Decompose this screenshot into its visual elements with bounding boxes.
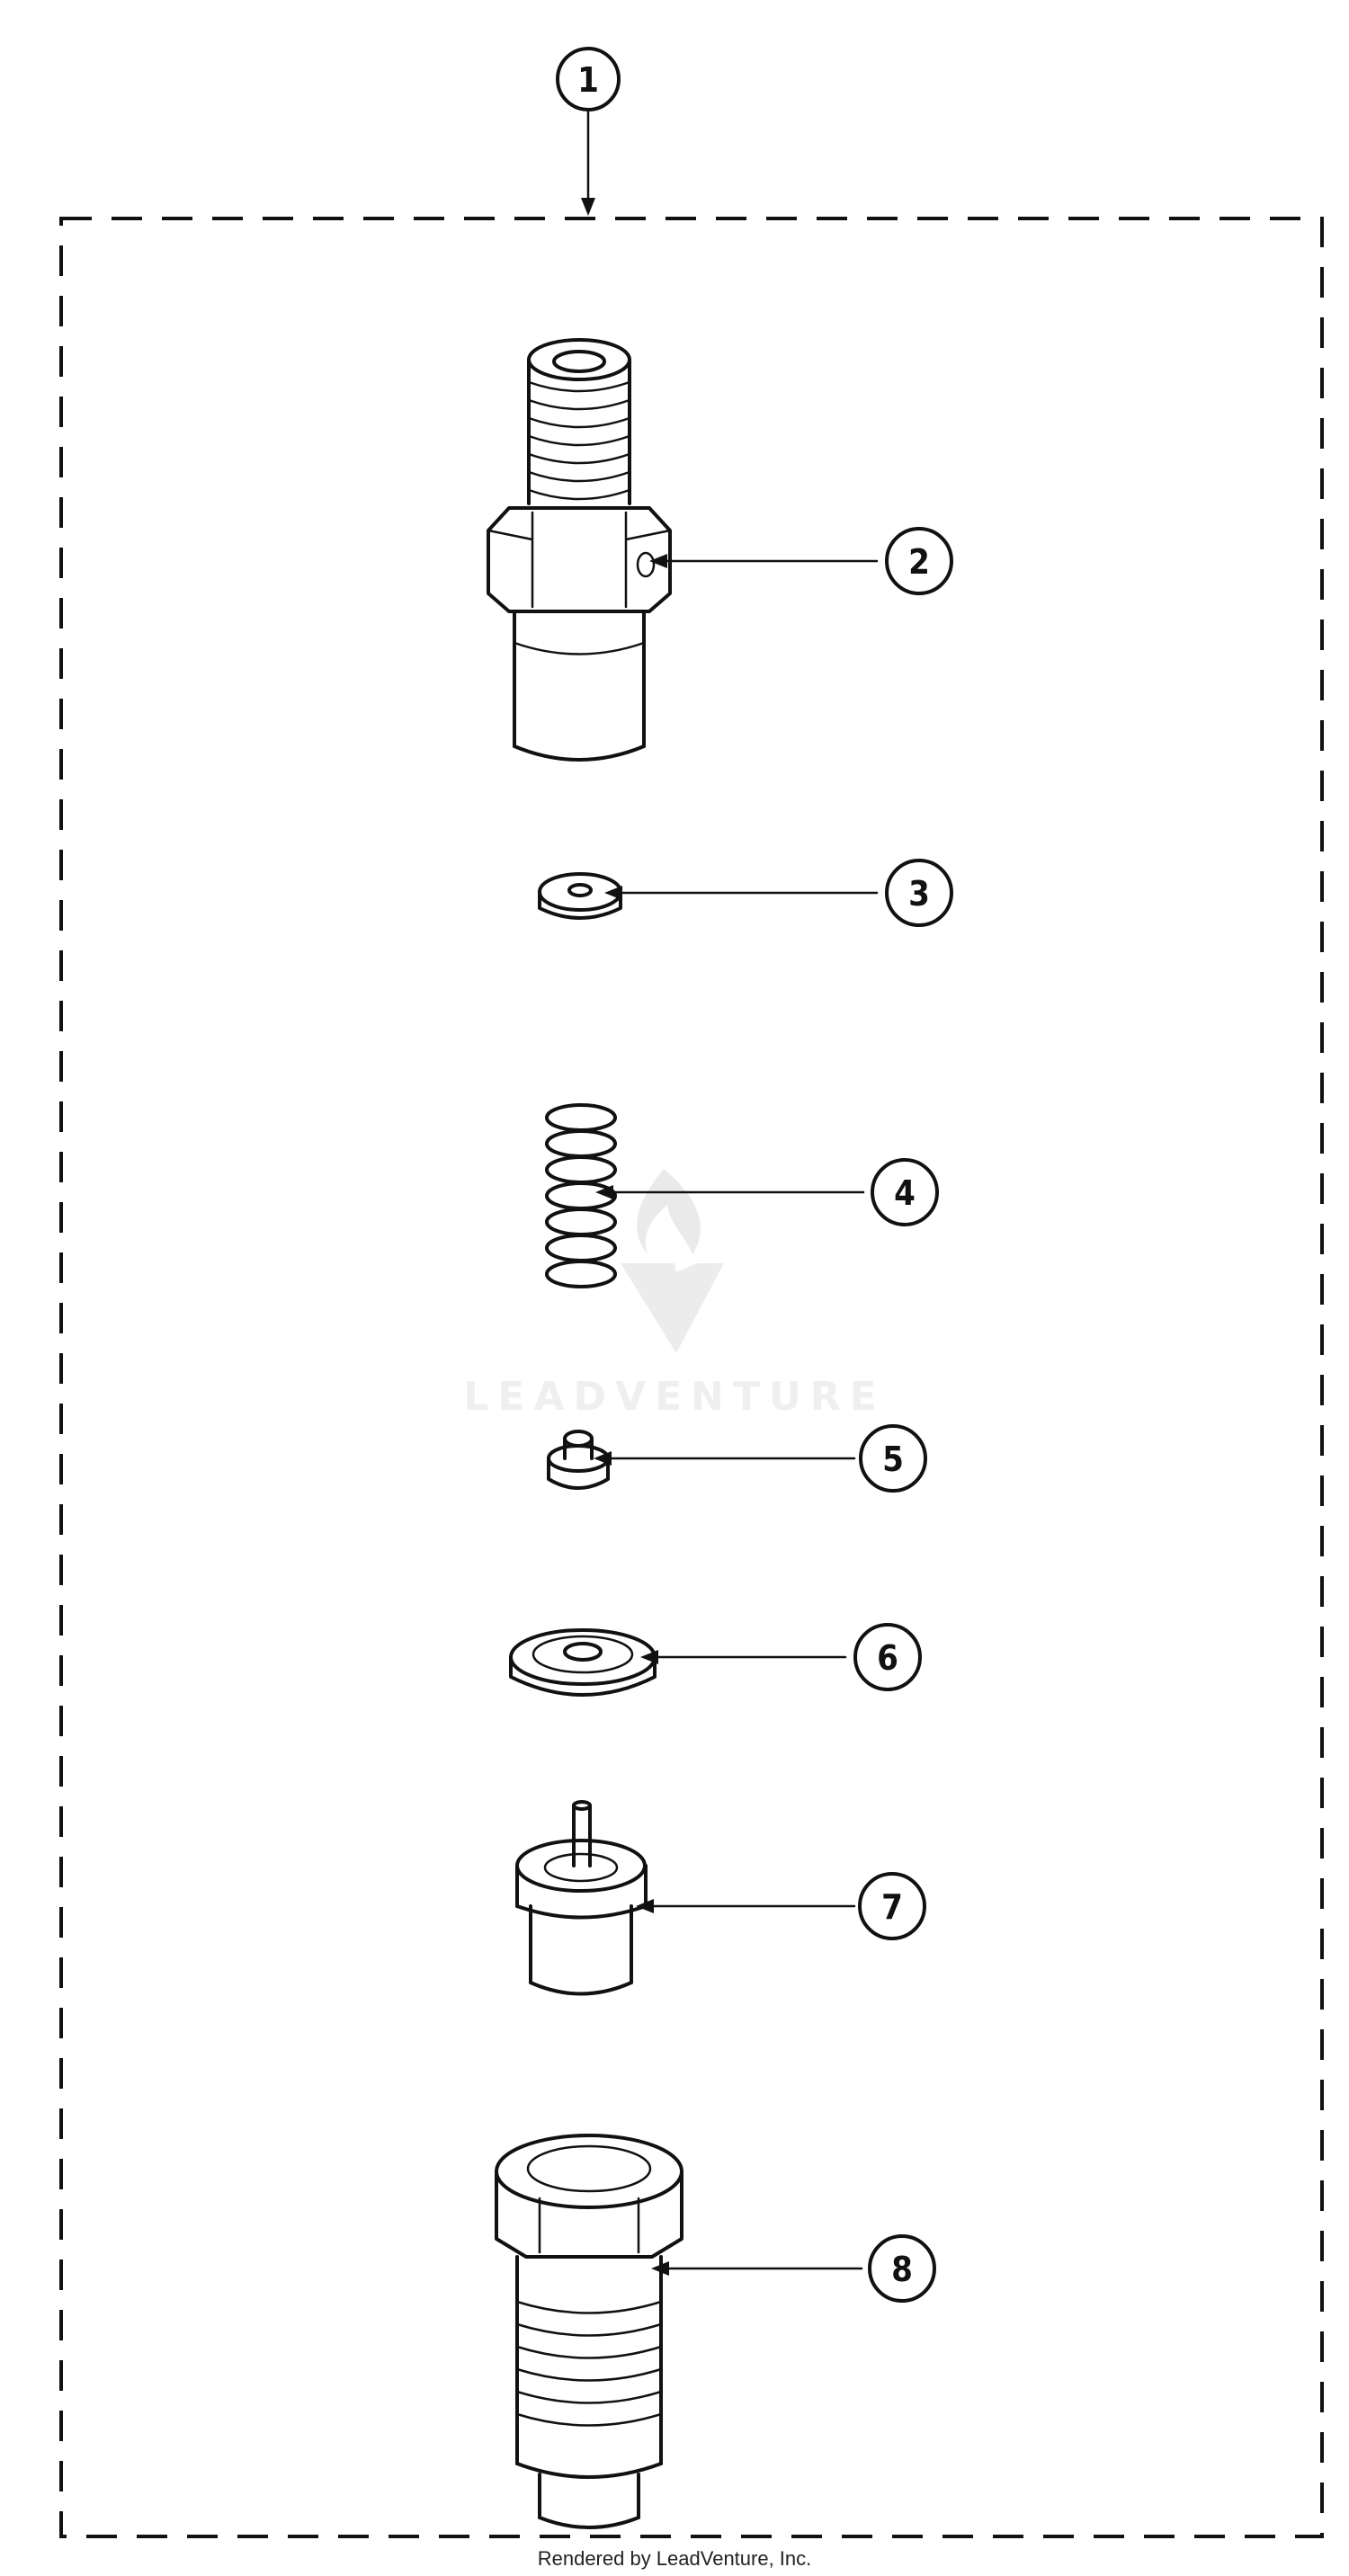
part-4-spring [545,1103,617,1288]
svg-text:8: 8 [891,2250,913,2289]
svg-text:7: 7 [881,1887,903,1927]
watermark: LEADVENTURE [463,1169,885,1420]
part-3-washer [538,872,622,920]
svg-text:4: 4 [894,1173,916,1213]
svg-text:6: 6 [877,1638,898,1678]
assembly-boundary [59,217,1324,2538]
callout-2[interactable]: 2 [885,527,953,595]
svg-text:3: 3 [908,874,930,914]
svg-text:1: 1 [577,60,599,100]
callout-7[interactable]: 7 [858,1872,926,1940]
callout-4[interactable]: 4 [871,1158,939,1226]
watermark-flame-icon [637,1169,701,1254]
callout-3[interactable]: 3 [885,859,953,927]
watermark-v-icon [621,1263,724,1353]
part-8-nozzle-nut [495,2134,683,2529]
footer-credit: Rendered by LeadVenture, Inc. [538,2547,812,2570]
callout-8[interactable]: 8 [868,2234,936,2303]
callout-6[interactable]: 6 [853,1623,922,1691]
part-6-spacer [509,1628,657,1697]
callout-1[interactable]: 1 [556,47,621,111]
watermark-text: LEADVENTURE [463,1374,885,1420]
callout-5[interactable]: 5 [859,1424,927,1493]
part-7-nozzle [515,1800,648,1996]
svg-text:2: 2 [908,542,930,582]
part-2-injector-body [487,338,672,762]
svg-text:5: 5 [882,1440,904,1479]
